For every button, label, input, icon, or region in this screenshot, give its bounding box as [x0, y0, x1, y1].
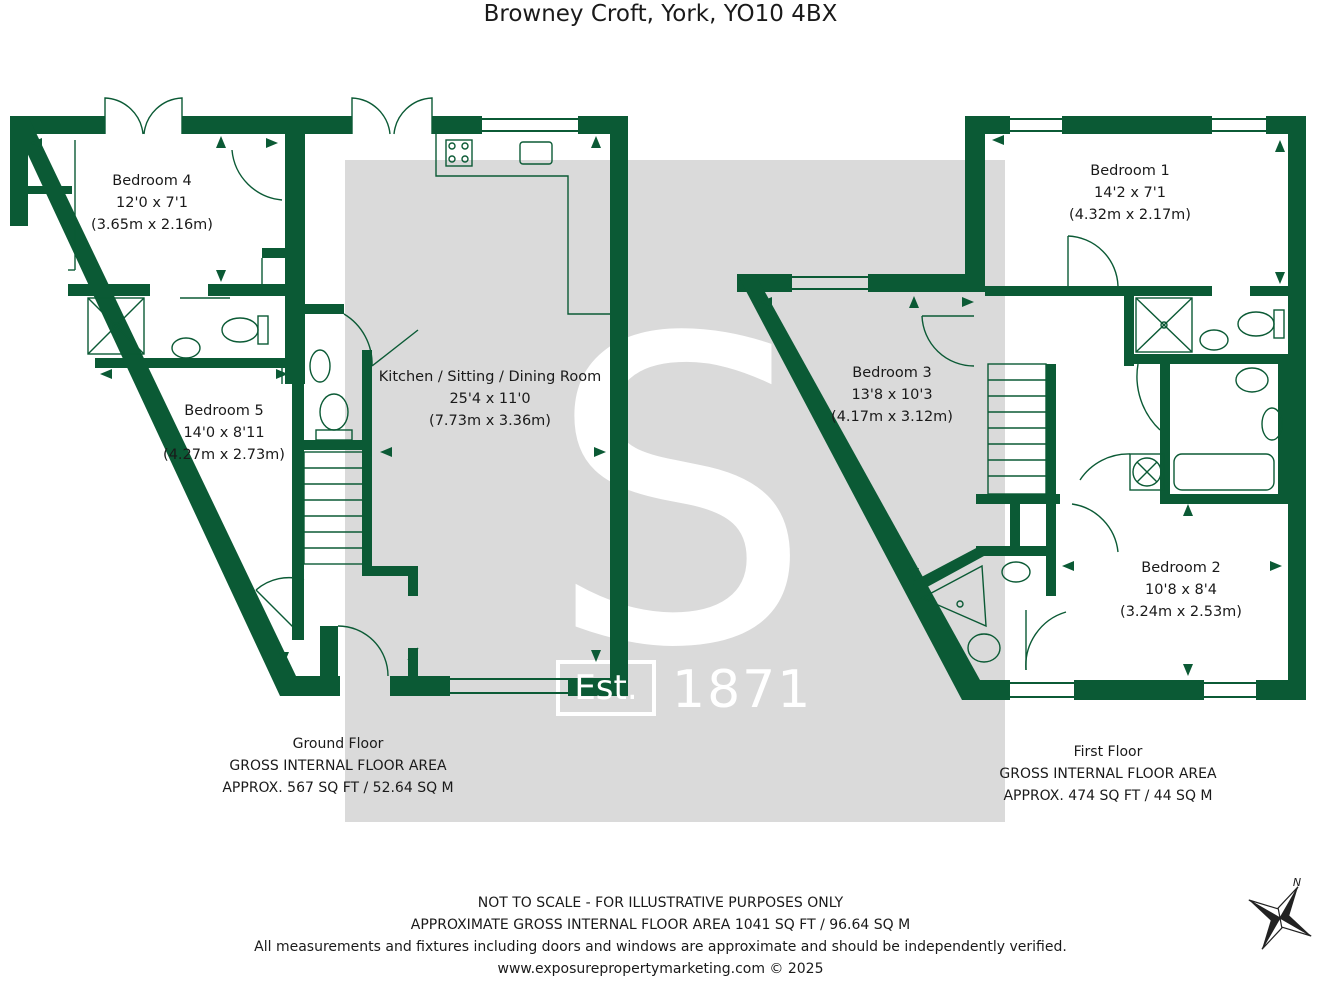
- gf-wall: [390, 676, 450, 696]
- ff-wall: [1124, 286, 1134, 366]
- gf-wall: [68, 284, 150, 296]
- room-name: Bedroom 2: [1141, 560, 1221, 576]
- room-label-bedroom-2: Bedroom 2 10'8 x 8'4 (3.24m x 2.53m): [1101, 557, 1261, 623]
- footer-disclaimer: NOT TO SCALE - FOR ILLUSTRATIVE PURPOSES…: [0, 892, 1321, 980]
- ff-wall: [962, 680, 1010, 700]
- ff-wall: [976, 546, 1056, 556]
- gf-wall: [10, 116, 296, 696]
- ff-wall: [1124, 286, 1212, 296]
- ff-wall: [1160, 494, 1288, 504]
- gf-wall: [432, 116, 482, 134]
- ff-wall: [965, 116, 985, 292]
- ff-wall: [1256, 680, 1306, 700]
- room-name: Bedroom 5: [184, 403, 264, 419]
- ff-wall: [737, 274, 980, 700]
- gf-wall: [362, 566, 418, 576]
- gf-wall: [292, 564, 304, 640]
- gf-wall: [408, 566, 418, 596]
- room-label-bedroom-4: Bedroom 4 12'0 x 7'1 (3.65m x 2.16m): [72, 170, 232, 236]
- room-metric: (3.65m x 2.16m): [91, 217, 213, 233]
- ff-wall: [1250, 286, 1288, 296]
- room-metric: (4.27m x 2.73m): [163, 447, 285, 463]
- floor-area-label: GROSS INTERNAL FLOOR AREA: [999, 766, 1217, 782]
- gf-wall: [208, 284, 290, 296]
- room-imperial: 10'8 x 8'4: [1145, 582, 1217, 598]
- gf-wall: [408, 648, 418, 678]
- watermark-year: 1871: [672, 660, 813, 720]
- room-imperial: 25'4 x 11'0: [449, 391, 531, 407]
- gf-wall: [28, 186, 72, 194]
- room-name: Bedroom 1: [1090, 163, 1170, 179]
- watermark-est-box: [556, 660, 656, 716]
- gf-wall: [292, 304, 304, 564]
- floor-area: APPROX. 567 SQ FT / 52.64 SQ M: [222, 780, 454, 796]
- footer-line: NOT TO SCALE - FOR ILLUSTRATIVE PURPOSES…: [477, 895, 844, 911]
- room-metric: (4.32m x 2.17m): [1069, 207, 1191, 223]
- watermark-est: Est.: [574, 668, 638, 708]
- ff-wall: [1278, 364, 1288, 504]
- ff-wall: [1010, 504, 1020, 554]
- gf-wall: [304, 440, 364, 450]
- room-name: Bedroom 4: [112, 173, 192, 189]
- ff-wall: [1288, 116, 1306, 700]
- ff-wall: [868, 274, 985, 292]
- ff-wall: [1132, 354, 1288, 364]
- gf-wall: [262, 248, 286, 258]
- ff-wall: [1160, 364, 1170, 494]
- room-metric: (7.73m x 3.36m): [429, 413, 551, 429]
- room-imperial: 14'2 x 7'1: [1094, 185, 1166, 201]
- room-label-bedroom-3: Bedroom 3 13'8 x 10'3 (4.17m x 3.12m): [812, 362, 972, 428]
- ff-wall: [976, 494, 1060, 504]
- gf-wall: [320, 626, 338, 686]
- ff-wall: [1046, 504, 1056, 554]
- gf-wall: [304, 304, 344, 314]
- footer-line: APPROXIMATE GROSS INTERNAL FLOOR AREA 10…: [410, 917, 911, 933]
- gf-wall: [10, 116, 28, 226]
- room-name: Kitchen / Sitting / Dining Room: [378, 369, 602, 385]
- room-label-bedroom-1: Bedroom 1 14'2 x 7'1 (4.32m x 2.17m): [1050, 160, 1210, 226]
- watermark-background: [345, 160, 1005, 822]
- room-imperial: 12'0 x 7'1: [116, 195, 188, 211]
- compass-label: N: [1292, 876, 1302, 889]
- gf-wall: [95, 358, 295, 368]
- room-metric: (4.17m x 3.12m): [831, 409, 953, 425]
- ff-wall: [1074, 680, 1204, 700]
- room-label-kitchen: Kitchen / Sitting / Dining Room 25'4 x 1…: [370, 366, 610, 432]
- room-imperial: 14'0 x 8'11: [183, 425, 265, 441]
- ff-wall: [912, 546, 984, 592]
- room-label-bedroom-5: Bedroom 5 14'0 x 8'11 (4.27m x 2.73m): [144, 400, 304, 466]
- room-name: Bedroom 3: [852, 365, 932, 381]
- first-floor-caption: First Floor GROSS INTERNAL FLOOR AREA AP…: [958, 741, 1258, 807]
- ff-wall: [1062, 116, 1212, 134]
- ff-wall: [1046, 546, 1056, 596]
- page-title: Browney Croft, York, YO10 4BX: [483, 1, 838, 27]
- floor-label: Ground Floor: [292, 736, 384, 752]
- gf-wall: [568, 678, 628, 696]
- gf-wall: [610, 116, 628, 696]
- footer-website: www.exposurepropertymarketing.com © 2025: [497, 961, 824, 977]
- floor-area: APPROX. 474 SQ FT / 44 SQ M: [1003, 788, 1213, 804]
- floor-label: First Floor: [1073, 744, 1143, 760]
- footer-line: All measurements and fixtures including …: [254, 939, 1067, 955]
- ff-wall: [985, 286, 1125, 296]
- room-imperial: 13'8 x 10'3: [851, 387, 933, 403]
- room-metric: (3.24m x 2.53m): [1120, 604, 1242, 620]
- compass-rose-icon: [1248, 886, 1312, 950]
- floor-area-label: GROSS INTERNAL FLOOR AREA: [229, 758, 447, 774]
- ff-wall: [1046, 364, 1056, 504]
- gf-wall: [182, 116, 352, 134]
- gf-wall: [362, 350, 372, 570]
- ground-floor-caption: Ground Floor GROSS INTERNAL FLOOR AREA A…: [188, 733, 488, 799]
